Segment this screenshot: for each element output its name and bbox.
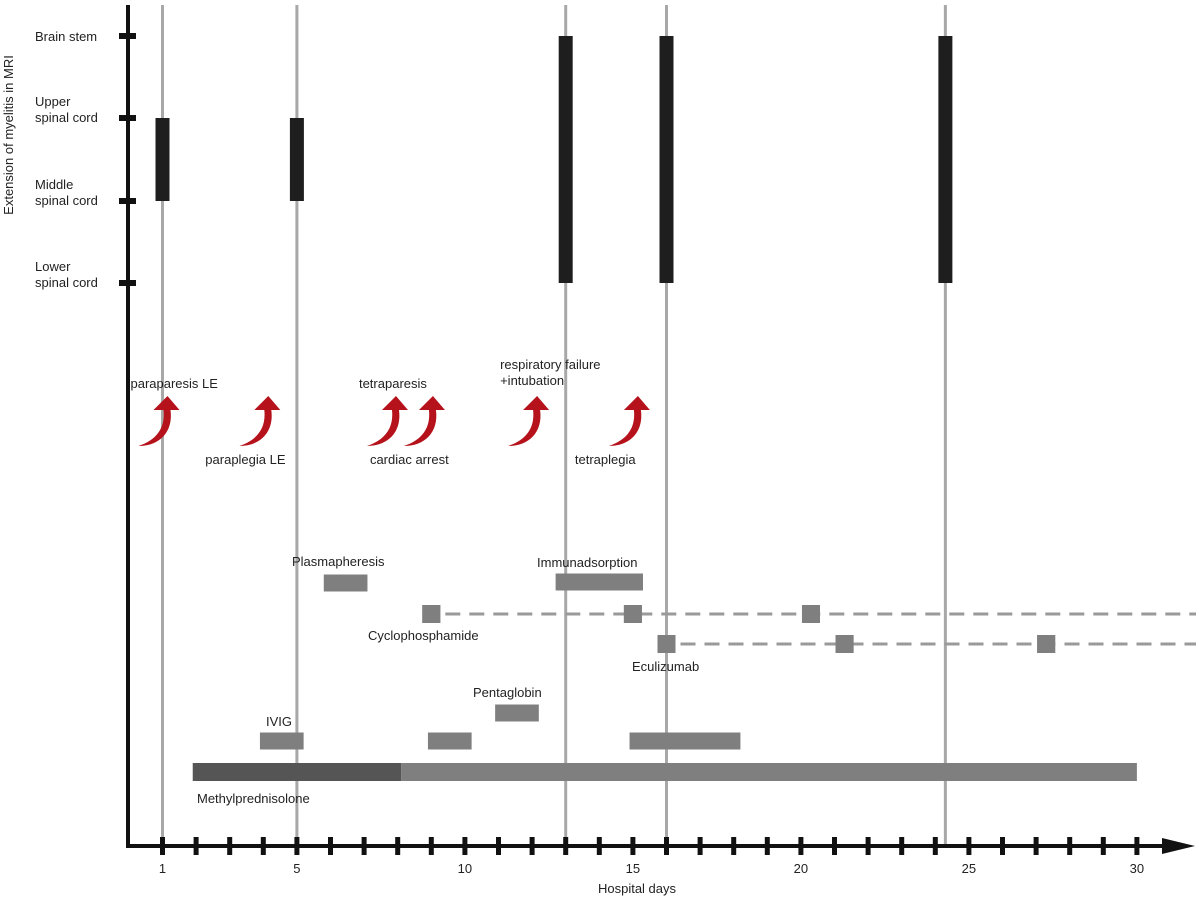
mri-extent-bar	[938, 36, 953, 283]
event-arrow	[508, 396, 550, 446]
x-tick	[664, 837, 669, 855]
treatment-bar	[259, 732, 304, 750]
event-arrow	[608, 396, 650, 446]
treatment-dose	[657, 635, 676, 653]
event-arrow-shape	[366, 396, 408, 446]
x-tick	[563, 837, 569, 855]
x-axis-arrowhead	[1162, 838, 1195, 854]
x-tick	[764, 837, 770, 855]
treatment-bar	[555, 573, 643, 591]
treatment-dose	[801, 605, 820, 623]
event-label: cardiac arrest	[370, 452, 449, 467]
x-tick	[328, 837, 333, 855]
event-arrow-shape	[403, 396, 445, 446]
treatment-label: Pentaglobin	[473, 685, 542, 700]
x-tick	[294, 837, 300, 855]
event-arrow-shape	[138, 396, 180, 446]
y-level-tick	[119, 198, 136, 204]
event-label: paraparesis LE	[131, 376, 219, 391]
event-label: tetraplegia	[575, 452, 636, 467]
x-tick	[160, 837, 165, 855]
x-tick	[798, 837, 804, 855]
x-tick	[462, 837, 468, 855]
event-arrow	[403, 396, 445, 446]
treatment-bar	[192, 763, 402, 781]
treatment-dose	[422, 605, 441, 623]
x-tick	[630, 837, 636, 855]
x-tick	[966, 837, 972, 855]
treatment-label: IVIG	[266, 714, 292, 729]
mri-extent-bar	[659, 36, 674, 283]
treatment-label: Cyclophosphamide	[368, 628, 479, 643]
x-tick-label: 30	[1130, 861, 1144, 876]
treatment-dose	[1037, 635, 1056, 653]
x-tick-label: 1	[159, 861, 166, 876]
event-label: respiratory failure+intubation	[500, 357, 600, 388]
x-tick-label: 15	[626, 861, 640, 876]
x-tick	[1000, 837, 1005, 855]
x-tick-label: 5	[293, 861, 300, 876]
event-label: tetraparesis	[359, 376, 427, 391]
x-tick	[832, 837, 837, 855]
x-tick	[260, 837, 266, 855]
treatment-bar	[495, 704, 539, 722]
x-tick	[1134, 837, 1140, 855]
x-tick	[428, 837, 434, 855]
y-axis-label: Extension of myelitis in MRI	[1, 55, 16, 215]
x-tick	[596, 837, 602, 855]
x-tick	[395, 837, 401, 855]
x-tick	[697, 837, 703, 855]
treatment-label: Methylprednisolone	[197, 791, 310, 806]
treatment-label: Plasmapheresis	[292, 554, 385, 569]
treatment-bar	[427, 732, 472, 750]
x-tick	[1033, 837, 1039, 855]
treatment-bar	[629, 732, 741, 750]
event-label: paraplegia LE	[205, 452, 286, 467]
y-level-label: Brain stem	[35, 29, 97, 44]
clinical-events: paraparesis LE paraplegia LE tetraparesis c…	[131, 357, 650, 467]
x-tick	[899, 837, 905, 855]
x-tick	[1067, 837, 1073, 855]
y-level-tick	[119, 280, 136, 286]
event-arrow-shape	[608, 396, 650, 446]
x-tick	[1100, 837, 1106, 855]
x-tick-label: 25	[962, 861, 976, 876]
event-arrow-shape	[508, 396, 550, 446]
x-axis-label: Hospital days	[598, 881, 677, 896]
x-tick	[932, 837, 938, 855]
event-arrow-shape	[239, 396, 281, 446]
x-tick	[529, 837, 535, 855]
treatments: Plasmapheresis ImmunadsorptionCyclophosph…	[192, 554, 1196, 806]
event-arrow	[366, 396, 408, 446]
y-level-tick	[119, 33, 136, 39]
event-arrow	[138, 396, 180, 446]
x-tick	[193, 837, 199, 855]
y-level-tick	[119, 115, 136, 121]
x-tick-label: 20	[794, 861, 808, 876]
treatment-bar	[323, 574, 368, 592]
treatment-label: Eculizumab	[632, 659, 699, 674]
mri-extent-bars	[155, 36, 953, 283]
x-tick	[496, 837, 501, 855]
event-arrow	[239, 396, 281, 446]
x-tick	[731, 837, 737, 855]
treatment-bar	[401, 763, 1137, 781]
treatment-dose	[623, 605, 642, 623]
x-tick	[865, 837, 871, 855]
mri-extent-bar	[155, 118, 170, 201]
x-tick	[361, 837, 367, 855]
x-tick	[227, 837, 233, 855]
treatment-label: Immunadsorption	[537, 555, 637, 570]
mri-extent-bar	[558, 36, 573, 283]
x-tick-label: 10	[458, 861, 472, 876]
treatment-dose	[835, 635, 854, 653]
mri-extent-bar	[289, 118, 304, 201]
